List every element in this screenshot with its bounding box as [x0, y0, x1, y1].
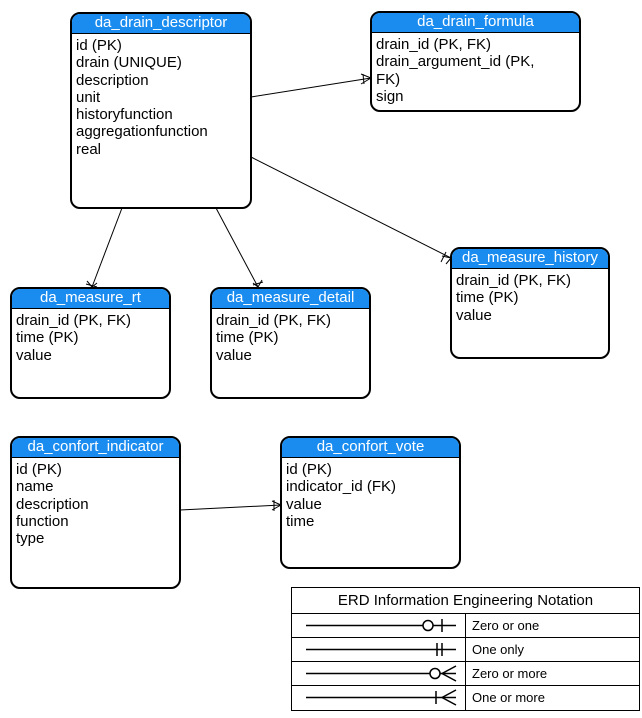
entity-title: da_drain_descriptor — [72, 14, 250, 34]
attribute: indicator_id (FK) — [286, 478, 397, 496]
attribute: id (PK) — [76, 37, 122, 54]
rel-descriptor-formula — [250, 77, 372, 98]
one-or-more-end-measure-rt — [85, 280, 98, 288]
attribute-list: id (PK) name description function type — [12, 458, 179, 550]
entity-da-confort-indicator[interactable]: da_confort_indicator id (PK) name descri… — [10, 436, 181, 589]
attribute: drain_id (PK, FK) — [16, 312, 132, 329]
entity-da-measure-history[interactable]: da_measure_history drain_id (PK, FK) tim… — [450, 247, 610, 359]
legend-label: Zero or one — [472, 618, 540, 633]
attribute: drain_id (PK, FK) — [376, 36, 492, 53]
entity-da-drain-descriptor[interactable]: da_drain_descriptor id (PK) drain (UNIQU… — [70, 12, 252, 209]
entity-da-measure-rt[interactable]: da_measure_rt drain_id (PK, FK) time (PK… — [10, 287, 171, 399]
one-or-more-end-measure-detail — [252, 279, 264, 288]
attribute-list: drain_id (PK, FK) time (PK) value — [452, 269, 608, 327]
attribute: historyfunction — [76, 106, 173, 124]
entity-title: da_drain_formula — [372, 13, 579, 33]
entity-title: da_measure_rt — [12, 289, 169, 309]
attribute: aggregationfunction — [76, 123, 208, 141]
attribute: value — [216, 346, 252, 364]
rel-indicator-vote — [179, 504, 282, 511]
attribute: unit — [76, 88, 101, 106]
attribute: value — [456, 306, 492, 324]
legend-label: One only — [472, 642, 525, 657]
one-only-symbol — [292, 638, 466, 661]
one-or-more-end-vote — [271, 500, 282, 511]
attribute-list: drain_id (PK, FK) drain_argument_id (PK,… — [372, 33, 579, 108]
entity-da-confort-vote[interactable]: da_confort_vote id (PK) indicator_id (FK… — [280, 436, 461, 569]
erd-notation-legend: ERD Information Engineering Notation Zer… — [291, 587, 640, 711]
one-or-more-symbol — [292, 686, 466, 710]
legend-title: ERD Information Engineering Notation — [292, 588, 639, 614]
attribute: drain_id (PK, FK) — [456, 272, 572, 289]
attribute: time (PK) — [456, 289, 519, 307]
legend-row-zero-or-one: Zero or one — [292, 614, 639, 638]
attribute: description — [76, 71, 149, 89]
legend-label: One or more — [472, 690, 545, 705]
entity-title: da_measure_history — [452, 249, 608, 269]
zero-or-one-symbol — [292, 614, 466, 637]
attribute: drain_argument_id (PK, FK) — [376, 53, 535, 88]
rel-descriptor-measure-detail — [215, 207, 259, 288]
attribute: function — [16, 512, 69, 530]
rel-descriptor-measure-rt — [91, 207, 123, 288]
attribute: name — [16, 478, 54, 496]
entity-title: da_confort_indicator — [12, 438, 179, 458]
attribute: value — [286, 495, 322, 513]
entity-da-measure-detail[interactable]: da_measure_detail drain_id (PK, FK) time… — [210, 287, 371, 399]
attribute-list: id (PK) drain (UNIQUE) description unit … — [72, 34, 250, 161]
entity-title: da_confort_vote — [282, 438, 459, 458]
entity-title: da_measure_detail — [212, 289, 369, 309]
one-or-more-end-formula — [360, 73, 372, 85]
attribute: real — [76, 140, 102, 158]
attribute: time — [286, 512, 315, 530]
attribute: id (PK) — [16, 461, 62, 478]
attribute-list: drain_id (PK, FK) time (PK) value — [212, 309, 369, 367]
attribute: drain_id (PK, FK) — [216, 312, 332, 329]
attribute: id (PK) — [286, 461, 332, 478]
legend-row-one-only: One only — [292, 638, 639, 662]
legend-label: Zero or more — [472, 666, 548, 681]
rel-descriptor-measure-history — [250, 156, 452, 259]
attribute: value — [16, 346, 52, 364]
attribute: sign — [376, 87, 404, 105]
zero-or-more-symbol — [292, 662, 466, 685]
attribute: time (PK) — [216, 329, 279, 347]
attribute: description — [16, 495, 89, 513]
legend-row-one-or-more: One or more — [292, 686, 639, 710]
attribute-list: drain_id (PK, FK) time (PK) value — [12, 309, 169, 367]
attribute: type — [16, 530, 45, 548]
attribute: drain (UNIQUE) — [76, 54, 182, 72]
attribute-list: id (PK) indicator_id (FK) value time — [282, 458, 459, 533]
legend-row-zero-or-more: Zero or more — [292, 662, 639, 686]
attribute: time (PK) — [16, 329, 79, 347]
entity-da-drain-formula[interactable]: da_drain_formula drain_id (PK, FK) drain… — [370, 11, 581, 112]
